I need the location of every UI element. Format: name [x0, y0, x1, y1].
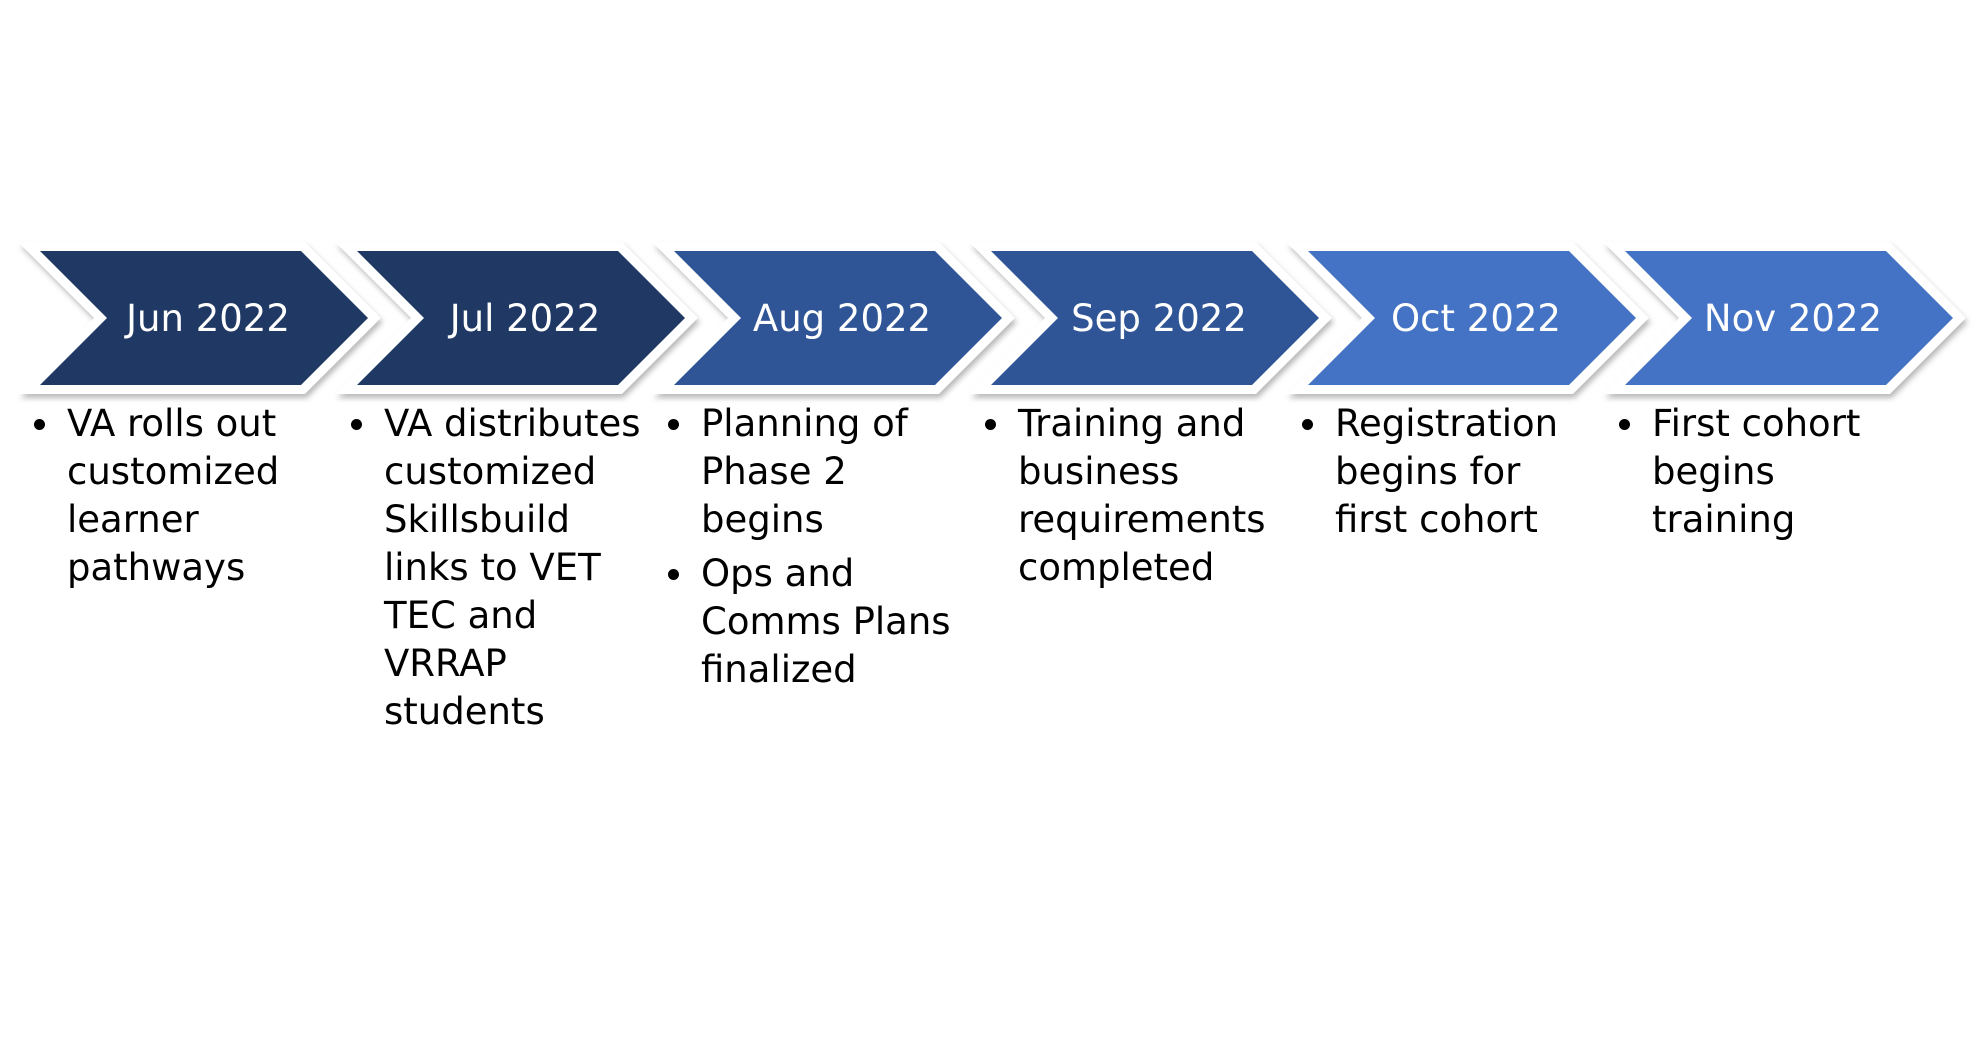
chevron-5 [1308, 251, 1636, 385]
bullet-list: Registration begins for first cohort [1298, 400, 1598, 544]
step-details-6: First cohort begins training [1615, 400, 1915, 550]
chevron-3 [674, 251, 1002, 385]
chevron-1 [40, 251, 368, 385]
chevron-label-3: Aug 2022 [753, 297, 931, 340]
bullet-list: First cohort begins training [1615, 400, 1915, 544]
chevron-4 [991, 251, 1319, 385]
bullet-item: First cohort begins training [1615, 400, 1915, 544]
bullet-item: VA distributes customized Skillsbuild li… [347, 400, 647, 736]
bullet-item: Planning of Phase 2 begins [664, 400, 964, 544]
step-details-4: Training and business requirements compl… [981, 400, 1281, 598]
bullet-item: Ops and Comms Plans finalized [664, 550, 964, 694]
step-details-2: VA distributes customized Skillsbuild li… [347, 400, 647, 742]
chevron-label-5: Oct 2022 [1391, 297, 1561, 340]
step-details-1: VA rolls out customized learner pathways [30, 400, 330, 598]
bullet-item: Registration begins for first cohort [1298, 400, 1598, 544]
bullet-list: VA distributes customized Skillsbuild li… [347, 400, 647, 736]
chevron-label-4: Sep 2022 [1071, 297, 1247, 340]
chevron-label-6: Nov 2022 [1704, 297, 1882, 340]
chevron-label-2: Jul 2022 [448, 297, 601, 340]
bullet-list: VA rolls out customized learner pathways [30, 400, 330, 592]
bullet-list: Training and business requirements compl… [981, 400, 1281, 592]
chevron-6 [1625, 251, 1953, 385]
chevron-label-1: Jun 2022 [124, 297, 290, 340]
bullet-item: VA rolls out customized learner pathways [30, 400, 330, 592]
bullet-item: Training and business requirements compl… [981, 400, 1281, 592]
step-details-5: Registration begins for first cohort [1298, 400, 1598, 550]
chevron-2 [357, 251, 685, 385]
